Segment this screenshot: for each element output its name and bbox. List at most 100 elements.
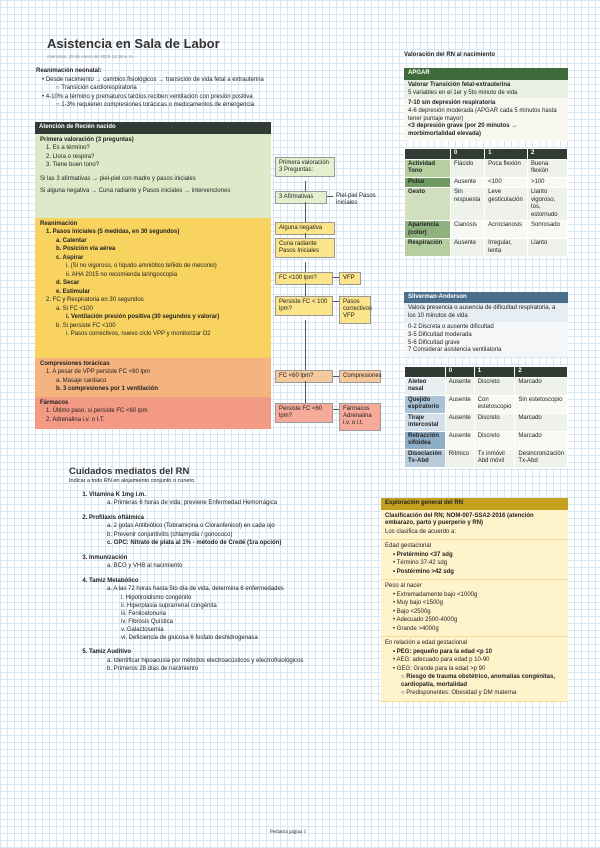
- block-title: Reanimación: [40, 220, 78, 227]
- list-item: b. 3 compresiones por 1 ventilación: [56, 386, 159, 392]
- page-footer: Pediatría página 1: [270, 830, 307, 835]
- list-item: e. Estimular: [56, 288, 91, 295]
- list-item: i. Ventilación presión positiva (30 segu…: [66, 314, 220, 320]
- table-cell: <100: [484, 176, 528, 188]
- list-item: • Extremadamente bajo <1000g: [393, 591, 478, 598]
- list-item: • Grande >4000g: [393, 625, 439, 632]
- list-subitem: ii. Hiperplasia suprarrenal congénita: [121, 602, 217, 609]
- table-cell: Buena flexión: [526, 158, 569, 178]
- list-item: ○ Riesgo de trauma obstétrico, anomalías…: [401, 674, 556, 688]
- panel-header: Atención de Recién nacido: [35, 122, 271, 134]
- table-cell: Con estetoscopio: [473, 394, 516, 414]
- list-item: ii. AHA 2015 no recomienda laringoscopia: [66, 271, 178, 278]
- silverman-header: Silverman-Anderson: [404, 292, 568, 304]
- table-cell: Leve gesticulación: [484, 187, 528, 221]
- silverman-points: 0-2 Discreta o ausente dificultad 3-5 Di…: [404, 322, 568, 358]
- table-cell: Poca flexión: [484, 158, 528, 178]
- list-item: Vitamina K 1mg i.m.a. Primeras 6 horas d…: [89, 492, 369, 508]
- list-item: a. Si FC <100: [56, 305, 93, 312]
- table-header-cell: 1: [473, 366, 516, 378]
- list-item: ○ Transición cardiorespiratoria: [56, 85, 137, 91]
- table-cell: Ausente: [444, 394, 475, 414]
- list-item: b. Si persiste FC <100: [56, 322, 116, 329]
- no-text: Si alguna negativa → Cuna radiante y Pas…: [40, 188, 231, 194]
- list-item: a. Masaje cardiaco: [56, 377, 107, 384]
- table-cell: Sin respuesta: [449, 187, 486, 221]
- page-title: Asistencia en Sala de Labor: [47, 36, 220, 51]
- list-item: • 4-10% a término y prematuros tardíos r…: [42, 93, 253, 100]
- diagram-box-vfp: VFP: [339, 272, 361, 286]
- table-cell: Desincronización Tx-Abd: [514, 448, 569, 468]
- list-item: 1. Es a término?: [46, 145, 90, 151]
- diagram-box-afirmativas: 3 Afirmativas: [275, 191, 327, 205]
- yes-text: Si las 3 afirmativas → piel-piel con mad…: [40, 175, 196, 182]
- apgar-header: APGAR: [404, 68, 568, 80]
- table-cell: Rítmico: [444, 448, 475, 468]
- table-header-cell: 0: [449, 148, 486, 160]
- diagram-box-correctivos: Pasos correctivos VFP: [339, 296, 372, 324]
- list-item: c. Aspirar: [56, 254, 84, 261]
- list-item: • GEG: Grande para la edad >p 90: [393, 665, 486, 672]
- list-subitem: a. BCG y VHB al nacimiento: [107, 563, 183, 570]
- list-subitem: a. Primeras 6 horas de vida; previene En…: [107, 500, 278, 507]
- table-header-cell: 0: [444, 366, 475, 378]
- reanimacion-block: Reanimación 1. Pasos iniciales (5 medida…: [35, 217, 271, 358]
- diagram-box-primera: Primera valoración 3 Preguntas:: [275, 157, 335, 178]
- list-item: 1. Pasos iniciales (5 medidas, en 30 seg…: [46, 229, 180, 235]
- list-subitem: a. Identificar hipoacusia por métodos el…: [107, 657, 304, 664]
- table-cell: Llanto vigoroso, tos, estornudo: [526, 187, 569, 221]
- table-cell: Marcado: [514, 376, 569, 396]
- list-item: 2. Llora o respira?: [46, 153, 95, 160]
- list-item: • Adecuado 2500-4000g: [393, 617, 458, 623]
- table-cell: Tiraje intercostal: [404, 412, 446, 432]
- table-cell: Retracción xifoidea: [404, 430, 446, 450]
- valoracion-title: Valoración del RN al nacimiento: [404, 52, 496, 58]
- list-item: 1. A pesar de VPP persiste FC <60 lpm: [46, 369, 151, 375]
- list-item: • Pretérmino <37 sdg: [393, 551, 453, 558]
- list-subitem: vi. Deficiencia de glucosa 6 fosfato des…: [121, 634, 258, 641]
- table-cell: Acrocianosis: [484, 220, 528, 239]
- list-item: • Desde nacimiento → cambios fisiológico…: [42, 76, 264, 83]
- table-cell: Irregular, lenta: [484, 238, 528, 257]
- table-cell: Ausente: [444, 430, 475, 450]
- list-subitem: b. Prevenir conjuntivitis (chlamydia / g…: [107, 531, 233, 538]
- apgar-points: 7-10 sin depresión respiratoria 4-6 depr…: [404, 98, 568, 141]
- exploracion-section: En relación a edad gestacional• PEG: peq…: [381, 637, 568, 702]
- table-cell: Marcado: [514, 412, 569, 432]
- table-cell: Actividad Tono: [404, 158, 451, 178]
- list-item: ○ 1-3% requieren compresiones torácicas …: [56, 102, 255, 108]
- list-item: 1. Último paso, si persiste FC <60 lpm: [46, 408, 148, 414]
- list-item: • Término 37-42 sdg: [393, 560, 448, 566]
- diagram-box-compresiones: Compresiones: [339, 370, 382, 384]
- cuidados-section: Cuidados mediatos del RN Indicar a todo …: [69, 466, 369, 675]
- exploracion-section: Peso al nacer• Extremadamente bajo <1000…: [381, 580, 568, 637]
- list-subitem: a. 2 gotas Antibiótico (Tobramicina o Cl…: [107, 523, 275, 530]
- neonatal-section: Reanimación neonatal: • Desde nacimiento…: [36, 68, 366, 111]
- exploracion-header: Exploración general del RN: [381, 498, 568, 510]
- exploracion-section: Edad gestacional• Pretérmino <37 sdg• Té…: [381, 540, 568, 580]
- table-cell: Sonrosado: [526, 220, 569, 239]
- table-cell: Discreto: [473, 376, 516, 396]
- table-header-cell: [404, 148, 451, 160]
- table-cell: Apariencia (color): [404, 220, 451, 239]
- diagram-box-persiste60: Persiste FC <60 lpm?: [275, 403, 333, 424]
- farmacos-block: Fármacos 1. Último paso, si persiste FC …: [35, 396, 271, 429]
- table-cell: Ausente: [444, 376, 475, 396]
- list-item: • Postérmino >42 sdg: [393, 568, 454, 575]
- table-cell: Quejido espiratorio: [404, 394, 446, 414]
- list-item: • Muy bajo <1500g: [393, 600, 443, 606]
- list-item: 3. Tiene buen tono?: [46, 162, 100, 168]
- block-title: Fármacos: [40, 399, 69, 406]
- diagram-box-fc100: FC <100 lpm?: [275, 272, 333, 286]
- table-cell: Ausente: [449, 176, 486, 188]
